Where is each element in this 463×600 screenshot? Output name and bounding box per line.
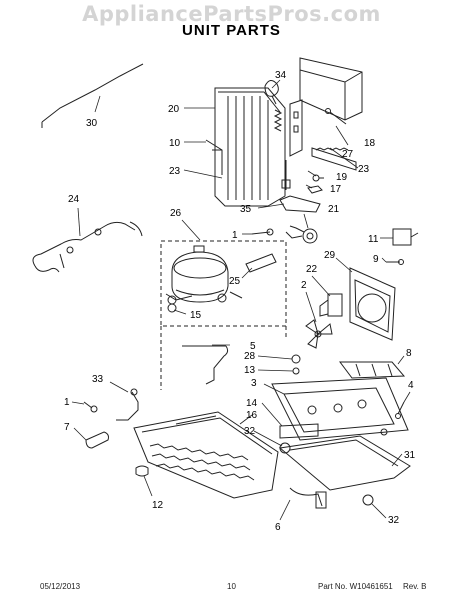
- compressor: [165, 245, 243, 305]
- base-pan-3: [271, 377, 409, 441]
- callout-19: 19: [336, 172, 348, 183]
- dryer-25: [245, 253, 277, 273]
- callout-3: 3: [251, 378, 257, 389]
- callout-labels: 30 20 10 23 34 18 27 23 19 17 35 21 24 2…: [64, 70, 416, 533]
- tube-35: [279, 195, 321, 213]
- callout-26: 26: [170, 208, 182, 219]
- callout-1-top: 1: [232, 230, 238, 241]
- bracket-10: [205, 139, 223, 175]
- grommet-7: [85, 431, 109, 449]
- callout-6: 6: [275, 522, 281, 533]
- callout-23-right: 23: [358, 164, 370, 175]
- callout-4: 4: [408, 380, 414, 391]
- fan-motor-21: [285, 225, 318, 244]
- shroud-18: [299, 57, 363, 121]
- relay-11: [392, 228, 419, 246]
- clip-34: [264, 80, 279, 105]
- callout-17: 17: [330, 184, 342, 195]
- condenser-16: [133, 411, 279, 499]
- callout-30: 30: [86, 118, 98, 129]
- fan-motor-22: [319, 293, 343, 317]
- callout-5: 5: [250, 341, 256, 352]
- callout-20: 20: [168, 104, 180, 115]
- grommet-32b: [362, 494, 374, 506]
- tube-5: [182, 345, 229, 385]
- callout-21: 21: [328, 204, 340, 215]
- watermark-text: AppliancePartsPros.com: [82, 2, 381, 26]
- rev-label: Rev.: [402, 582, 419, 591]
- callout-34: 34: [275, 70, 287, 81]
- drain-pan-31: [278, 435, 411, 491]
- callout-23-left: 23: [169, 166, 181, 177]
- rev-value: B: [421, 582, 427, 591]
- page-title: UNIT PARTS: [182, 22, 281, 39]
- callout-31: 31: [404, 450, 416, 461]
- callout-33: 33: [92, 374, 104, 385]
- callout-29: 29: [324, 250, 336, 261]
- compressor-group-box-26: [160, 240, 287, 327]
- grommet-15: [167, 303, 177, 313]
- callout-24: 24: [68, 194, 80, 205]
- fittings-28-13: [291, 354, 301, 375]
- part-no-label: Part No.: [318, 582, 348, 591]
- fan-shroud-29: [349, 267, 396, 341]
- callout-9: 9: [373, 254, 379, 265]
- condenser-coil-20: [212, 87, 286, 207]
- plate-14: [279, 423, 319, 439]
- clip-12: [135, 465, 149, 477]
- callout-14: 14: [246, 398, 258, 409]
- side-plate-23: [311, 147, 357, 171]
- bracket-8: [339, 361, 406, 379]
- callout-28: 28: [244, 351, 256, 362]
- callout-32-right: 32: [388, 515, 400, 526]
- callout-1-bottom: 1: [64, 397, 70, 408]
- callout-8: 8: [406, 348, 412, 359]
- callout-12: 12: [152, 500, 164, 511]
- screw-1-top: [251, 228, 274, 236]
- drain-tube-6: [289, 487, 327, 509]
- part-no-value: W10461651: [349, 582, 393, 591]
- callout-leaders: [71, 79, 411, 521]
- screw-1-bottom: [83, 401, 98, 413]
- screw-4: [395, 401, 405, 419]
- callout-27: 27: [342, 149, 354, 160]
- cord-33: [116, 388, 139, 421]
- grommet-32a: [279, 442, 291, 454]
- callout-15: 15: [190, 310, 202, 321]
- screw-27: [325, 108, 347, 125]
- screw-9: [386, 259, 404, 265]
- footer-page-number: 10: [227, 582, 236, 591]
- callout-16: 16: [246, 410, 258, 421]
- callout-35: 35: [240, 204, 252, 215]
- bracket-piece: [289, 99, 303, 157]
- fan-blade-2: [305, 319, 333, 349]
- wire-harness-30: [41, 63, 144, 128]
- callout-32-left: 32: [244, 426, 256, 437]
- callout-11: 11: [368, 234, 379, 245]
- fittings-19-17: [281, 160, 324, 194]
- callout-13: 13: [244, 365, 256, 376]
- callout-2: 2: [301, 280, 307, 291]
- callout-18: 18: [364, 138, 376, 149]
- callout-7: 7: [64, 422, 70, 433]
- callout-22: 22: [306, 264, 318, 275]
- callout-25: 25: [229, 276, 241, 287]
- footer-part-info: Part No. W10461651 Rev. B: [318, 582, 426, 591]
- wire-harness-24: [32, 221, 143, 273]
- callout-10: 10: [169, 138, 181, 149]
- footer-date: 05/12/2013: [40, 582, 81, 591]
